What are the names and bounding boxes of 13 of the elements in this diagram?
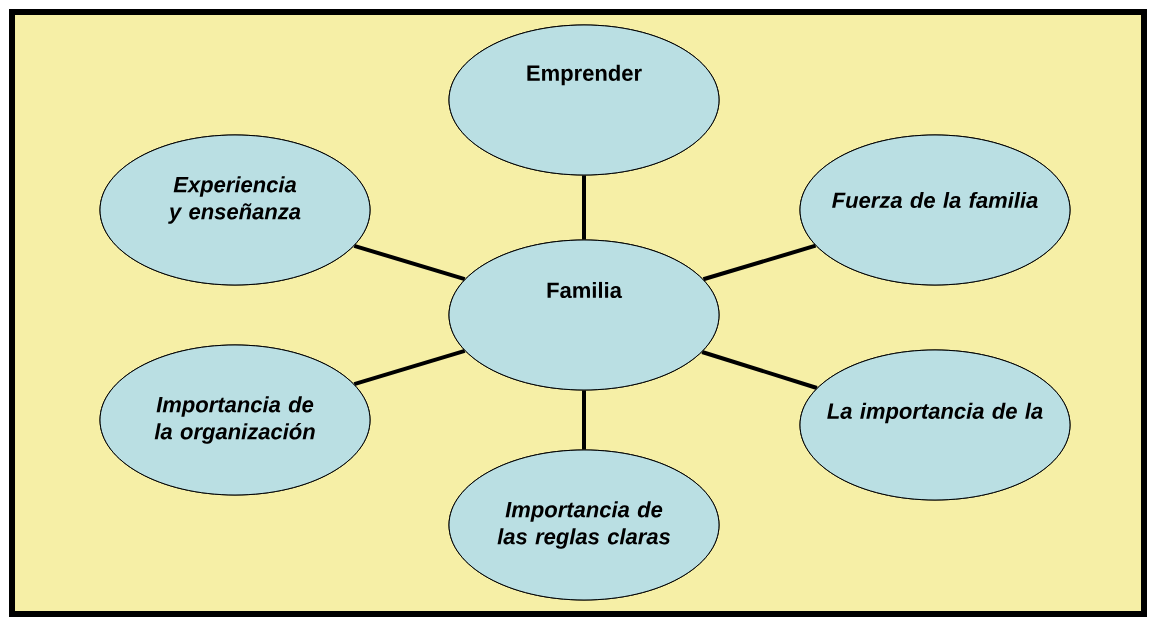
node-label: Familia (547, 281, 623, 299)
connector-line (702, 243, 817, 282)
connector-line (353, 243, 466, 282)
node-label: La importancia de la (827, 402, 1043, 424)
connector-line (701, 350, 818, 390)
node-label: Importancia de la organización (154, 396, 315, 444)
node-label: Experiencia y enseñanza (168, 176, 301, 224)
connector-line (582, 175, 586, 240)
node-label: Importancia de las reglas claras (497, 501, 671, 549)
node-label: Emprender (527, 64, 642, 86)
node-label: Fuerza de la familia (832, 191, 1038, 209)
connector-line (582, 390, 586, 450)
connector-line (353, 348, 466, 387)
